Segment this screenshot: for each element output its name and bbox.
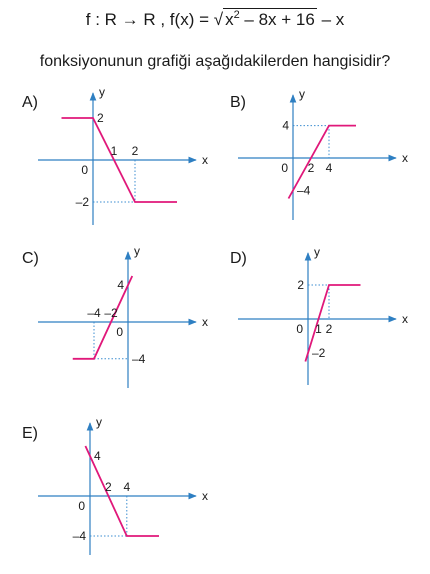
option-c-tick-label-3: 0 <box>116 325 123 339</box>
option-c-function-line <box>72 275 134 360</box>
option-c-tick-label-0: 4 <box>117 278 124 292</box>
option-b-function-line <box>287 124 356 199</box>
option-d-tick-label-1: 0 <box>296 322 303 336</box>
option-e-tick-label-2: 4 <box>123 480 130 494</box>
option-e-function-line <box>84 445 159 537</box>
option-c-x-axis-label: x <box>202 315 208 329</box>
option-d-x-axis-label: x <box>402 312 408 326</box>
option-c-letter: C) <box>22 250 39 267</box>
option-e-tick-label-3: 0 <box>78 499 85 513</box>
option-a-tick-label-3: 0 <box>81 163 88 177</box>
option-c-y-axis-label: y <box>134 244 140 258</box>
option-c-tick-label-2: –2 <box>104 306 118 320</box>
option-b-tick-label-0: 4 <box>282 119 289 133</box>
option-c-tick-label-1: –4 <box>87 306 101 320</box>
radical-sign: √ <box>213 10 224 29</box>
option-a-tick-label-1: 1 <box>111 144 118 158</box>
option-e-tick-label-4: –4 <box>73 529 87 543</box>
option-a-function-line <box>61 117 177 203</box>
radicand: x2 – 8x + 16 <box>223 8 317 30</box>
option-a-x-axis-label: x <box>202 153 208 167</box>
radicand-exponent: 2 <box>233 9 240 21</box>
radicand-rest: – 8x + 16 <box>239 10 315 29</box>
option-b-letter: B) <box>230 94 246 111</box>
option-e-x-axis-label: x <box>202 489 208 503</box>
formula-tail: – x <box>316 10 345 29</box>
option-d-tick-label-0: 2 <box>297 278 304 292</box>
option-d-y-axis-label: y <box>314 245 320 259</box>
option-b-tick-label-2: 2 <box>308 161 315 175</box>
option-b-tick-label-4: –4 <box>297 183 311 197</box>
option-d-tick-label-2: 1 <box>315 322 322 336</box>
option-e-letter: E) <box>22 425 38 442</box>
option-c-tick-label-4: –4 <box>132 352 146 366</box>
question-formula: f : R → R , f(x) = √x2 – 8x + 16 – x <box>0 8 430 30</box>
option-e-tick-label-1: 2 <box>105 480 112 494</box>
option-b-tick-label-3: 4 <box>326 161 333 175</box>
option-a-tick-label-4: –2 <box>76 195 90 209</box>
option-a-tick-label-0: 2 <box>97 111 104 125</box>
option-a-y-axis-label: y <box>99 85 105 99</box>
option-e-tick-label-0: 4 <box>94 449 101 463</box>
option-d-tick-label-3: 2 <box>326 322 333 336</box>
option-b-tick-label-1: 0 <box>281 161 288 175</box>
option-e-y-axis-label: y <box>96 415 102 429</box>
radicand-x: x <box>225 10 234 29</box>
formula-lhs: f : R → R , f(x) = <box>85 10 214 29</box>
option-a-tick-label-2: 2 <box>132 144 139 158</box>
option-d-function-line <box>304 284 361 362</box>
option-d-tick-label-4: –2 <box>312 346 326 360</box>
option-b-x-axis-label: x <box>402 151 408 165</box>
option-a-letter: A) <box>22 94 38 111</box>
option-d-letter: D) <box>230 250 247 267</box>
question-prompt: fonksiyonunun grafiği aşağıdakilerden ha… <box>39 53 391 70</box>
option-b-y-axis-label: y <box>299 87 305 101</box>
